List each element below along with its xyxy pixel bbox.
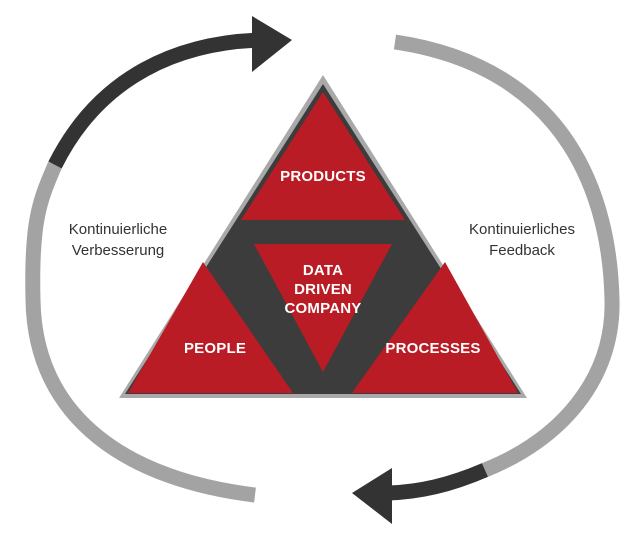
label-center-line-1: DATA <box>303 262 343 279</box>
label-products: PRODUCTS <box>280 168 366 185</box>
top-arrowhead-icon <box>252 16 292 72</box>
segment-center <box>254 244 392 372</box>
label-people: PEOPLE <box>184 340 246 357</box>
left-label-line-1: Kontinuierliche <box>69 221 167 238</box>
segment-processes <box>352 262 518 393</box>
segment-products <box>241 92 405 220</box>
top-arrow-shaft <box>48 32 263 169</box>
left-cycle-arc <box>25 162 256 503</box>
right-cycle-arc <box>393 34 620 477</box>
bottom-arrowhead-icon <box>352 468 392 524</box>
bottom-arrow-shaft <box>387 463 488 501</box>
right-label-line-2: Feedback <box>489 242 555 259</box>
label-center-line-3: COMPANY <box>285 300 362 317</box>
label-processes: PROCESSES <box>385 340 480 357</box>
right-label-line-1: Kontinuierliches <box>469 221 575 238</box>
segment-people <box>128 262 293 393</box>
label-center-line-2: DRIVEN <box>294 281 352 298</box>
left-label-line-2: Verbesserung <box>72 242 165 259</box>
